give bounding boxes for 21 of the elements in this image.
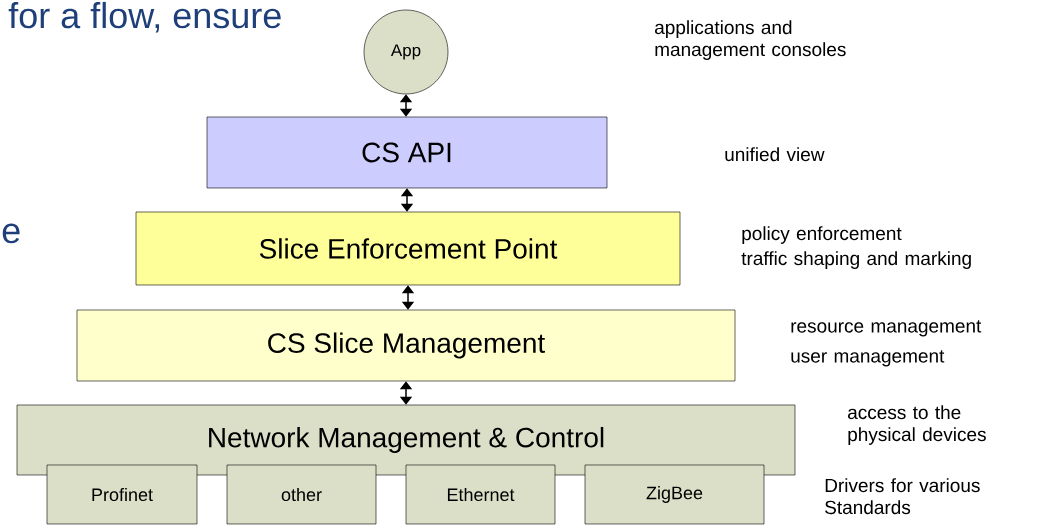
note-text: Drivers for various Standards xyxy=(825,478,980,515)
note-text: traffic shaping and marking xyxy=(741,251,971,269)
note-text: applications and management consoles xyxy=(655,20,846,60)
double-arrow xyxy=(399,94,413,117)
layer-box: CS API xyxy=(206,116,608,189)
double-arrow xyxy=(400,188,414,212)
heading-fragment: e xyxy=(2,223,20,244)
double-arrow xyxy=(401,285,415,310)
layer-box: Slice Enforcement Point xyxy=(135,211,681,286)
driver-box: Profinet xyxy=(46,464,198,525)
heading-fragment: for a flow, ensure xyxy=(8,1,281,33)
note-text: policy enforcement xyxy=(742,226,902,244)
note-text: user management xyxy=(791,350,945,367)
layer-box: CS Slice Management xyxy=(76,309,736,382)
driver-box: other xyxy=(226,464,377,525)
double-arrow xyxy=(399,381,413,405)
driver-box: Ethernet xyxy=(405,464,556,525)
note-text: access to the physical devices xyxy=(848,405,986,445)
note-text: resource management xyxy=(791,320,982,337)
note-text: unified view xyxy=(725,147,825,162)
driver-box: ZigBee xyxy=(584,464,765,525)
